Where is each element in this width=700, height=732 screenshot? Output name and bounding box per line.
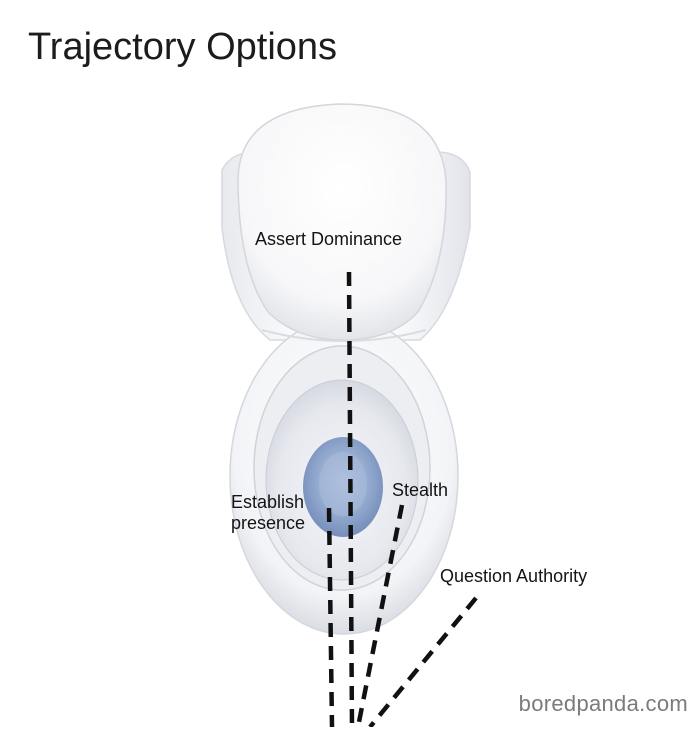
trajectory-question-authority xyxy=(368,596,478,729)
trajectory-stealth xyxy=(355,504,405,728)
trajectory-establish-presence xyxy=(326,507,335,728)
trajectory-assert-dominance xyxy=(346,271,355,728)
label-establish-presence-text: Establish presence xyxy=(231,492,306,533)
toilet-lid xyxy=(237,103,447,341)
page-title: Trajectory Options xyxy=(28,26,338,68)
label-question-authority: Question Authority xyxy=(440,566,588,586)
label-establish-presence: Establish presence xyxy=(231,492,331,533)
label-stealth: Stealth xyxy=(392,480,449,500)
label-assert-dominance: Assert Dominance xyxy=(255,229,403,249)
watermark: boredpanda.com xyxy=(518,691,688,716)
